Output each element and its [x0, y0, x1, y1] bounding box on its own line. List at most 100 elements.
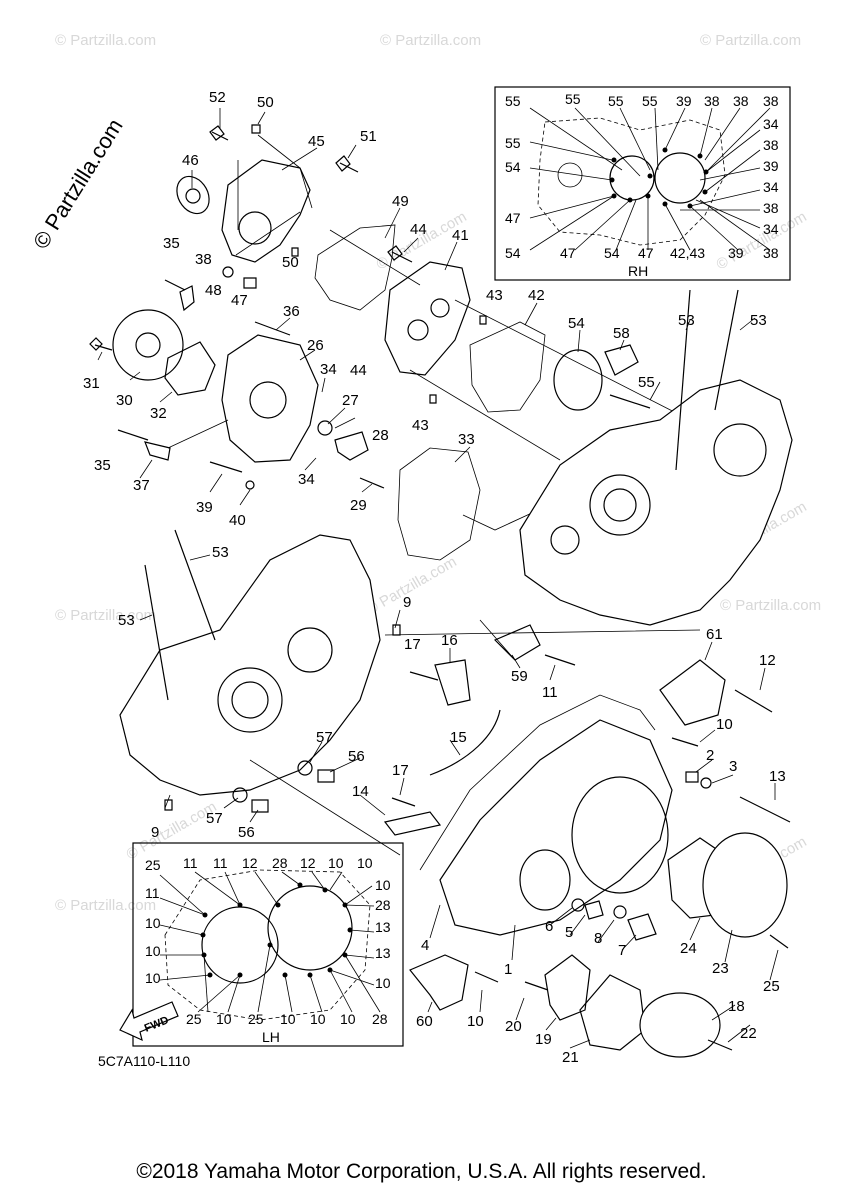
leaders-lower: [427, 989, 751, 1049]
lh-label: 28: [272, 855, 288, 871]
watermark: © Partzilla.com: [55, 607, 156, 624]
part-label: 8: [594, 930, 602, 947]
rh-label: 55: [505, 93, 521, 109]
bolt-52: [209, 125, 229, 141]
part-label: 6: [545, 918, 553, 935]
part-label: 35: [94, 457, 111, 474]
part-label: 54: [568, 315, 585, 332]
part-label: 14: [352, 783, 369, 800]
part-label: 43: [412, 417, 429, 434]
part-label: 21: [562, 1049, 579, 1066]
dowel-43-lower: [429, 394, 437, 404]
cover-41-hole-b: [430, 298, 450, 318]
rh-label: 55: [642, 93, 658, 109]
lh-label: 12: [300, 855, 316, 871]
part-label: 57: [316, 729, 333, 746]
bolt-11-middle: [544, 654, 576, 666]
stud-53-right-b: [714, 289, 739, 411]
part-label: 9: [151, 824, 159, 841]
lh-label: 10: [216, 1011, 232, 1027]
crankcase-cover-45: [221, 159, 311, 263]
leaders-41: [403, 237, 458, 271]
part-label: 49: [392, 193, 409, 210]
lh-inset-frame: [132, 842, 404, 1047]
lh-label: 25: [186, 1011, 202, 1027]
fwd-arrow-icon: [119, 1001, 179, 1042]
part-label: 5: [565, 924, 573, 941]
cover-26-boss: [249, 381, 287, 419]
left-crankcase-bore: [217, 667, 283, 733]
part-label: 35: [163, 235, 180, 252]
part-label: 1: [504, 961, 512, 978]
part-label: 19: [535, 1031, 552, 1048]
o-ring-8: [613, 905, 627, 919]
rh-inset-frame: [494, 86, 791, 281]
gasket-33: [397, 447, 481, 561]
part-label: 23: [712, 960, 729, 977]
part-label: 38: [195, 251, 212, 268]
lh-label: 10: [357, 855, 373, 871]
watermark: © Partzilla.com: [700, 32, 801, 49]
part-label: 53: [750, 312, 767, 329]
bracket-28: [334, 431, 369, 461]
part-label: 58: [613, 325, 630, 342]
rh-label: 39: [676, 93, 692, 109]
part-label: 25: [763, 978, 780, 995]
seal-27: [317, 420, 333, 436]
lh-label: 10: [328, 855, 344, 871]
rh-title: RH: [628, 263, 648, 279]
part-label: 28: [372, 427, 389, 444]
lh-label: 28: [375, 897, 391, 913]
part-label: 39: [196, 499, 213, 516]
dowel-9-lower: [164, 799, 173, 811]
bolt-25: [769, 934, 789, 949]
lh-label: 13: [375, 919, 391, 935]
leaders-30-32: [97, 351, 173, 403]
right-crankcase-cyl: [713, 423, 767, 477]
generator-cover-inner: [519, 849, 571, 911]
cover-61: [659, 659, 726, 726]
rh-label: 38: [704, 93, 720, 109]
part-label: 22: [740, 1025, 757, 1042]
right-crankcase-bore-inner: [603, 488, 637, 522]
part-label: 9: [403, 594, 411, 611]
leaders-right-case: [577, 317, 756, 401]
part-label: 32: [150, 405, 167, 422]
watermark: © Partzilla.com: [55, 32, 156, 49]
rh-label: 47: [505, 210, 521, 226]
rh-label: 38: [733, 93, 749, 109]
part-label: 31: [83, 375, 100, 392]
part-label: 40: [229, 512, 246, 529]
lh-label: 10: [310, 1011, 326, 1027]
rh-bearing-right: [654, 152, 706, 204]
cover-30-inner: [135, 332, 161, 358]
part-label: 29: [350, 497, 367, 514]
rh-crankcase-sketch: [537, 117, 726, 246]
part-label: 18: [728, 998, 745, 1015]
part-label: 10: [467, 1013, 484, 1030]
part-label: 48: [205, 282, 222, 299]
rh-label: 39: [763, 158, 779, 174]
part-label: 53: [118, 612, 135, 629]
bolt-44-upper: [387, 245, 413, 263]
rh-leader-lines: [529, 107, 771, 251]
lh-label: 11: [145, 885, 160, 901]
part-label: 55: [638, 374, 655, 391]
leaders-23-25: [689, 917, 779, 981]
leaders-lower-26: [139, 407, 373, 506]
lh-label: 28: [372, 1011, 388, 1027]
part-label: 30: [116, 392, 133, 409]
part-label: 43: [486, 287, 503, 304]
lh-label: 13: [375, 945, 391, 961]
left-crankcase-cyl: [287, 627, 333, 673]
o-ring-6: [571, 898, 585, 912]
leaders-left-case: [139, 554, 401, 809]
bolt-31: [89, 337, 113, 351]
rh-label: 42,43: [670, 245, 705, 261]
cover-18: [639, 992, 721, 1058]
part-label: 33: [458, 431, 475, 448]
leaders-middle: [223, 648, 556, 823]
guide-14: [383, 811, 442, 836]
watermark: © Partzilla.com: [720, 597, 821, 614]
leaders-5-8: [549, 907, 637, 951]
